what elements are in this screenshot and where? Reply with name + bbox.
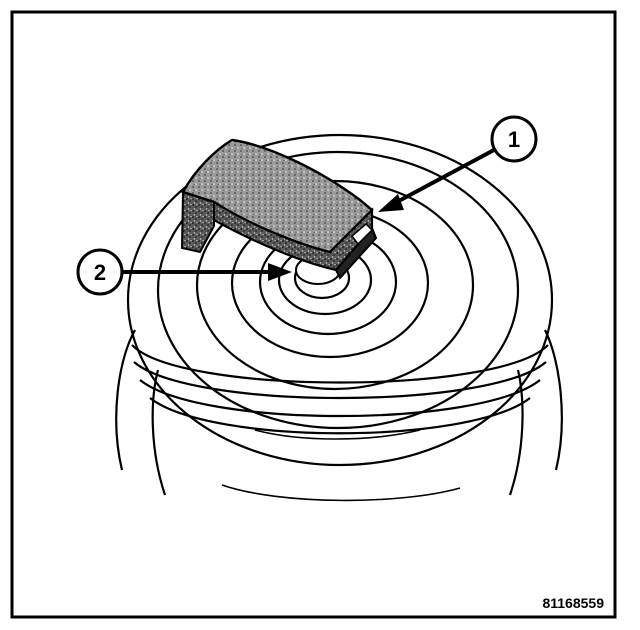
figure-border bbox=[10, 10, 617, 619]
callout-2: 2 bbox=[76, 248, 292, 296]
callout-2-circle bbox=[76, 248, 124, 296]
callout-1-label: 1 bbox=[508, 127, 520, 152]
spark-plug-body bbox=[115, 133, 563, 502]
ground-electrode bbox=[180, 138, 378, 280]
callout-2-label: 2 bbox=[94, 260, 106, 285]
figure-id: 81168559 bbox=[542, 595, 604, 611]
callout-1: 1 bbox=[378, 115, 538, 212]
callout-1-circle bbox=[490, 115, 538, 163]
